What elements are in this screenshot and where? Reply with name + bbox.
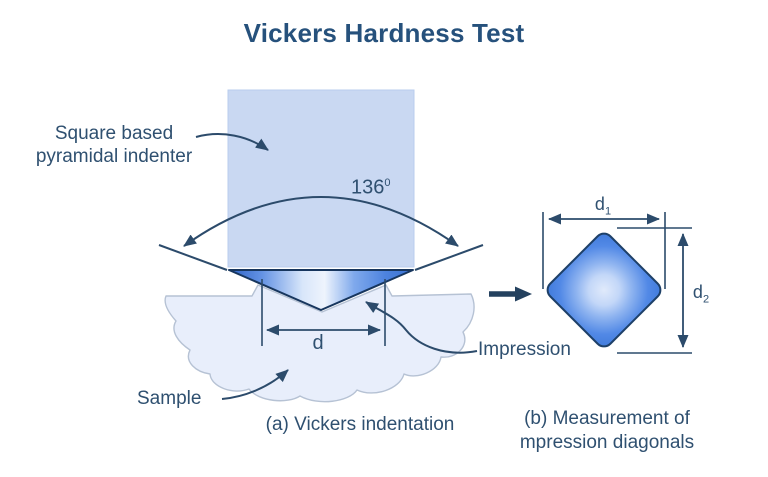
angle-value: 136 — [351, 176, 385, 199]
angle-arc-arrow — [183, 196, 459, 247]
caption-b-line1: (b) Measurement of — [524, 408, 690, 429]
flank-line-right — [414, 244, 484, 271]
d2-label: d2 — [686, 281, 716, 312]
angle-degree-mark: 0 — [384, 177, 391, 189]
impression-pointer-arrow — [365, 301, 478, 354]
sample-pointer-arrow — [221, 369, 289, 400]
d2-subscript: 2 — [702, 293, 710, 306]
indenter-label: Square based pyramidal indenter — [28, 122, 200, 168]
d2-base: d — [692, 282, 703, 302]
indenter-label-line2: pyramidal indenter — [35, 146, 193, 167]
caption-figure-b: (b) Measurement of mpression diagonals — [496, 407, 718, 455]
sample-shape — [164, 284, 475, 403]
indenter-pointer-arrow — [195, 133, 269, 151]
page-title: Vickers Hardness Test — [243, 18, 525, 48]
d1-base: d — [594, 194, 605, 214]
impression-label: Impression — [478, 339, 571, 360]
impression-diamond — [546, 232, 662, 348]
angle-label: 1360 — [351, 172, 391, 200]
caption-figure-a: (a) Vickers indentation — [265, 414, 455, 435]
flank-line-left — [158, 244, 228, 271]
d-label: d — [312, 332, 324, 354]
caption-b-line2: mpression diagonals — [519, 432, 695, 453]
sample-label: Sample — [137, 388, 202, 409]
d1-subscript: 1 — [604, 205, 612, 218]
indenter-tip — [228, 269, 414, 311]
indenter-label-line1: Square based — [54, 123, 174, 144]
d1-label: d1 — [588, 193, 618, 224]
